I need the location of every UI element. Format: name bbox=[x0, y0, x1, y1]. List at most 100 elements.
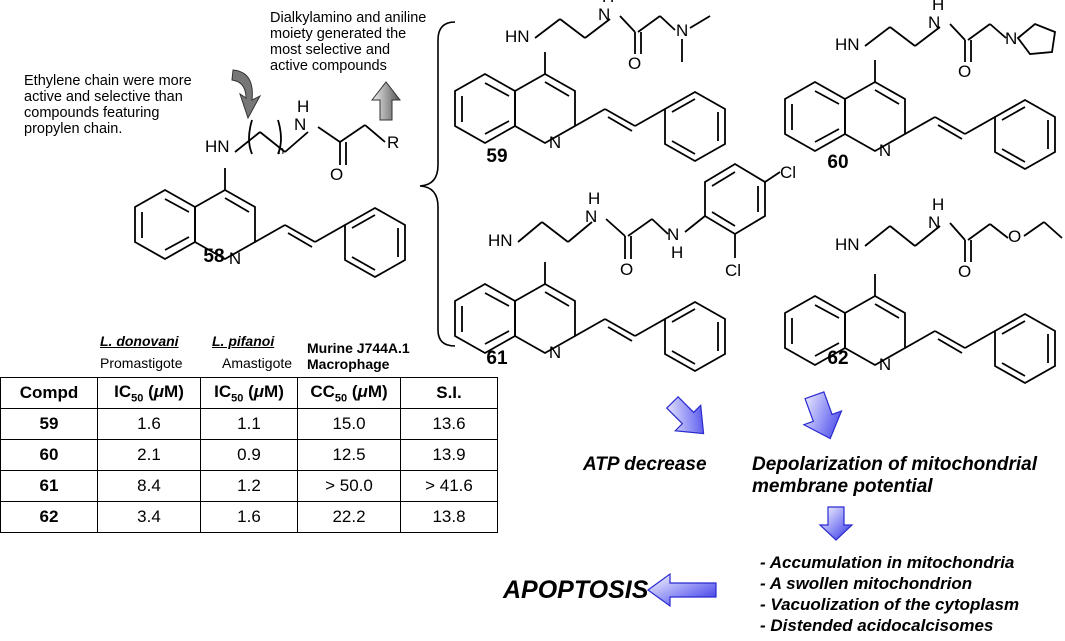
cell-value: 1.6 bbox=[97, 408, 201, 440]
curly-brace bbox=[419, 21, 456, 347]
svg-text:N: N bbox=[585, 207, 597, 226]
dialkylamino-note-line: Dialkylamino and aniline bbox=[270, 10, 427, 26]
observation-item: - Distended acidocalcisomes bbox=[760, 616, 994, 635]
ethylene-note-line: Ethylene chain were more bbox=[24, 73, 192, 89]
arrow-to-observations-icon bbox=[818, 506, 854, 541]
ethylene-note: Ethylene chain were more active and sele… bbox=[24, 73, 192, 137]
dialkylamino-note-line: most selective and bbox=[270, 42, 391, 58]
svg-text:HN: HN bbox=[205, 137, 230, 156]
cell-value: 12.5 bbox=[297, 439, 401, 471]
svg-text:N: N bbox=[667, 225, 679, 244]
svg-text:HN: HN bbox=[505, 27, 530, 46]
table-row: 59 1.6 1.1 15.0 13.6 bbox=[0, 408, 498, 440]
arrow-to-atp-icon bbox=[665, 395, 705, 435]
cell-value: > 41.6 bbox=[400, 470, 498, 502]
compound-number-58: 58 bbox=[203, 246, 224, 267]
cell-value: 2.1 bbox=[97, 439, 201, 471]
org2-stage: Amastigote bbox=[222, 355, 293, 371]
up-arrow-icon bbox=[370, 81, 402, 121]
svg-text:N: N bbox=[549, 343, 561, 362]
svg-text:R: R bbox=[387, 133, 399, 152]
header-si: S.I. bbox=[400, 377, 498, 409]
svg-text:n: n bbox=[278, 145, 284, 157]
observation-item: - A swollen mitochondrion bbox=[760, 574, 973, 593]
header-cc50: CC50 (μM) bbox=[297, 377, 401, 409]
structure-59: N HN H N O N bbox=[454, 0, 726, 162]
depolarization-line: Depolarization of mitochondrial bbox=[752, 454, 1038, 475]
svg-text:H: H bbox=[588, 189, 600, 208]
svg-text:Cl: Cl bbox=[780, 163, 796, 182]
svg-text:H: H bbox=[297, 97, 309, 116]
structure-61: N HN H N O N H Cl Cl bbox=[454, 162, 796, 372]
dialkylamino-note-line: moiety generated the bbox=[270, 26, 407, 42]
arrow-to-depolarization-icon bbox=[802, 391, 843, 440]
cell-value: 22.2 bbox=[297, 501, 401, 533]
cell-line-line: Macrophage bbox=[307, 356, 390, 372]
cell-value: > 50.0 bbox=[297, 470, 401, 502]
header-ic50-amastigote: IC50 (μM) bbox=[200, 377, 298, 409]
cell-line-label: Murine J744A.1 Macrophage bbox=[307, 340, 410, 372]
cell-value: 13.6 bbox=[400, 408, 498, 440]
cell-value: 1.2 bbox=[200, 470, 298, 502]
cell-compd: 60 bbox=[0, 439, 98, 471]
cell-compd: 61 bbox=[0, 470, 98, 502]
compound-number-60: 60 bbox=[827, 152, 848, 173]
svg-text:O: O bbox=[958, 62, 971, 81]
apoptosis-label: APOPTOSIS bbox=[503, 576, 649, 604]
svg-text:H: H bbox=[932, 195, 944, 214]
table-row: 60 2.1 0.9 12.5 13.9 bbox=[0, 439, 498, 471]
svg-text:H: H bbox=[932, 0, 944, 14]
org2-species: L. pifanoi bbox=[212, 333, 275, 349]
cell-compd: 59 bbox=[0, 408, 98, 440]
cell-value: 8.4 bbox=[97, 470, 201, 502]
atp-decrease-label: ATP decrease bbox=[583, 454, 707, 475]
compound-number-61: 61 bbox=[486, 348, 508, 369]
dialkylamino-note-line: active compounds bbox=[270, 58, 387, 74]
structure-58: N HN H N n O R bbox=[134, 97, 406, 278]
cell-value: 13.8 bbox=[400, 501, 498, 533]
dialkylamino-note: Dialkylamino and aniline moiety generate… bbox=[270, 10, 426, 74]
observation-item: - Accumulation in mitochondria bbox=[760, 553, 1015, 572]
table-row: 61 8.4 1.2 > 50.0 > 41.6 bbox=[0, 470, 498, 502]
svg-text:N: N bbox=[879, 355, 891, 374]
cell-value: 1.1 bbox=[200, 408, 298, 440]
ethylene-note-line: active and selective than bbox=[24, 89, 183, 105]
svg-text:O: O bbox=[958, 262, 971, 281]
compound-number-59: 59 bbox=[486, 146, 507, 167]
ethylene-note-line: compounds featuring bbox=[24, 105, 160, 121]
cell-value: 0.9 bbox=[200, 439, 298, 471]
cell-line-line: Murine J744A.1 bbox=[307, 340, 410, 356]
depolarization-label: Depolarization of mitochondrial membrane… bbox=[752, 454, 1037, 498]
svg-text:H: H bbox=[602, 0, 614, 6]
cell-value: 1.6 bbox=[200, 501, 298, 533]
table-header-row: Compd IC50 (μM) IC50 (μM) CC50 (μM) S.I. bbox=[0, 377, 498, 409]
svg-text:N: N bbox=[598, 5, 610, 24]
structure-62: N HN H N O O bbox=[784, 195, 1063, 384]
activity-table: Compd IC50 (μM) IC50 (μM) CC50 (μM) S.I.… bbox=[0, 377, 498, 533]
structure-60: N HN H N O N bbox=[784, 0, 1056, 170]
svg-text:N: N bbox=[879, 141, 891, 160]
cell-value: 13.9 bbox=[400, 439, 498, 471]
arrow-to-apoptosis-icon bbox=[646, 572, 717, 608]
svg-text:O: O bbox=[628, 54, 641, 73]
svg-text:O: O bbox=[620, 260, 633, 279]
svg-text:N: N bbox=[294, 115, 306, 134]
cell-compd: 62 bbox=[0, 501, 98, 533]
compound-number-62: 62 bbox=[827, 348, 848, 369]
cell-value: 15.0 bbox=[297, 408, 401, 440]
ethylene-note-line: propylen chain. bbox=[24, 121, 123, 137]
svg-text:Cl: Cl bbox=[725, 261, 741, 280]
svg-text:HN: HN bbox=[835, 35, 860, 54]
svg-text:H: H bbox=[671, 243, 683, 262]
svg-text:N: N bbox=[676, 21, 688, 40]
org1-species: L. donovani bbox=[100, 333, 179, 349]
observations-list: - Accumulation in mitochondria - A swoll… bbox=[760, 552, 1019, 636]
svg-text:N: N bbox=[928, 213, 940, 232]
org1-stage: Promastigote bbox=[100, 355, 183, 371]
svg-text:HN: HN bbox=[488, 231, 513, 250]
svg-text:N: N bbox=[229, 249, 241, 268]
svg-text:O: O bbox=[330, 165, 343, 184]
header-compd: Compd bbox=[0, 377, 98, 409]
observation-item: - Vacuolization of the cytoplasm bbox=[760, 595, 1020, 614]
